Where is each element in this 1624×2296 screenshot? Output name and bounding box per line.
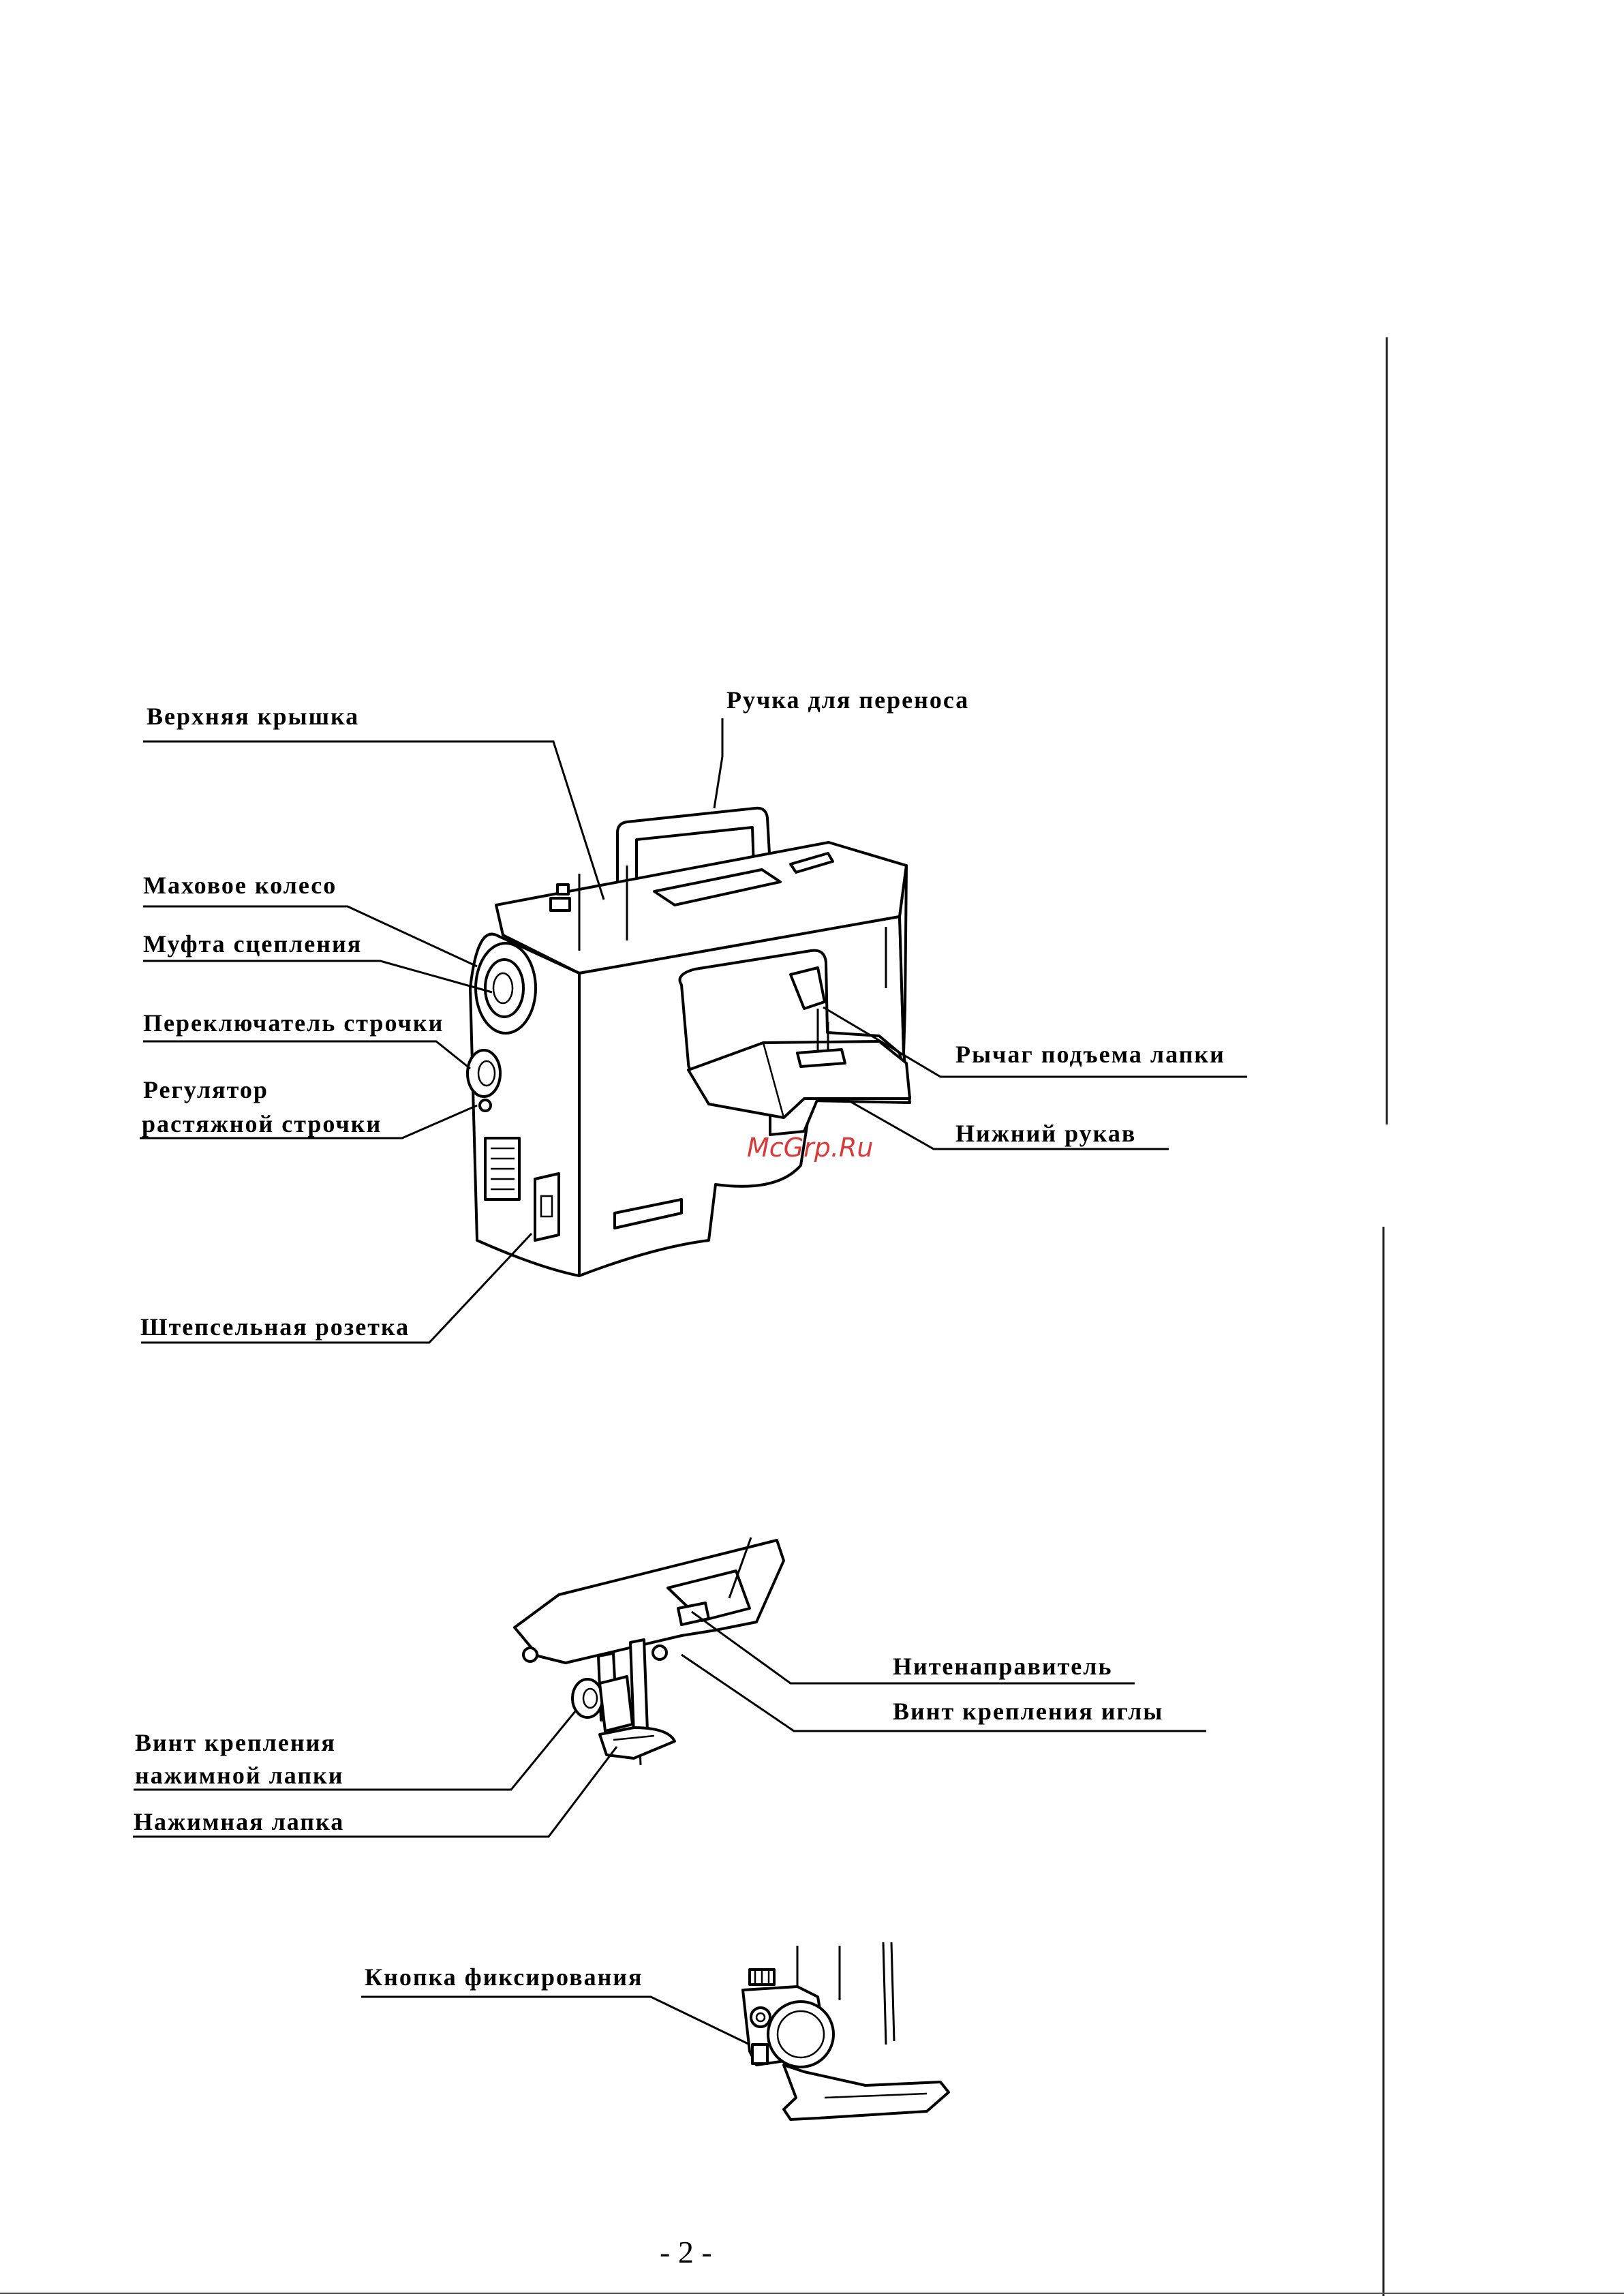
label-lock-button: Кнопка фиксирования (365, 1963, 643, 1991)
sewing-machine-drawing (468, 808, 910, 1276)
label-stretch-regulator-line1: Регулятор (143, 1075, 269, 1104)
label-foot-screw-line1: Винт крепления (135, 1728, 336, 1757)
leader-line-fig3 (361, 1997, 750, 2045)
label-needle-clamp-screw: Винт крепления иглы (893, 1697, 1163, 1726)
label-foot-lifter: Рычаг подъема лапки (955, 1040, 1225, 1069)
label-stretch-regulator-line2: растяжной строчки (142, 1109, 382, 1138)
watermark: McGrp.Ru (747, 1133, 873, 1163)
label-foot-screw-line2: нажимной лапки (135, 1761, 344, 1790)
label-handwheel: Маховое колесо (143, 871, 337, 900)
label-clutch: Муфта сцепления (143, 930, 362, 958)
page-number: - 2 - (660, 2234, 712, 2270)
label-thread-guide: Нитенаправитель (893, 1652, 1113, 1681)
presser-foot-drawing (515, 1537, 784, 1765)
label-free-arm: Нижний рукав (955, 1119, 1136, 1148)
lock-button-drawing (743, 1942, 949, 2119)
label-power-socket: Штепсельная розетка (140, 1313, 410, 1341)
label-stitch-selector: Переключатель строчки (143, 1009, 444, 1037)
label-presser-foot: Нажимная лапка (134, 1807, 344, 1836)
label-carry-handle: Ручка для переноса (726, 686, 969, 714)
label-top-cover: Верхняя крышка (147, 702, 359, 731)
